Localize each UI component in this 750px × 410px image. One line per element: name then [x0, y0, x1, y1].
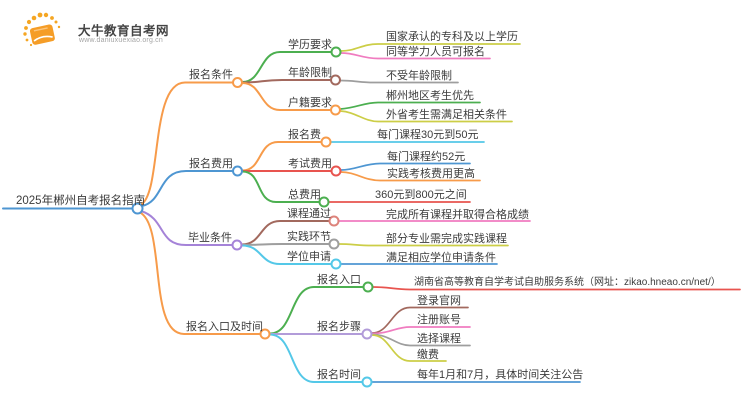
leaf-label: 每年1月和7月，具体时间关注公告 [417, 369, 584, 381]
leaf-label: 登录官网 [417, 295, 461, 307]
node-circle [131, 46, 374, 388]
book-icon [23, 12, 61, 47]
connector-line [241, 220, 531, 265]
leaf-label: 360元到800元之间 [375, 189, 467, 201]
connector-line [241, 43, 521, 123]
connector-line [241, 141, 485, 203]
branch-label: 毕业条件 [188, 232, 232, 244]
child-node-label: 实践环节 [287, 231, 331, 243]
root-node: 2025年郴州自考报名指南 [16, 195, 146, 207]
leaf-label: 外省考生需满足相关条件 [386, 109, 507, 121]
leaf-label: 不受年龄限制 [386, 70, 452, 82]
leaf-label: 缴费 [417, 349, 439, 361]
leaf-label: 每门课程约52元 [387, 151, 466, 163]
child-node-label: 考试费用 [288, 158, 332, 170]
child-node-label: 报名时间 [317, 369, 361, 381]
leaf-label: 湖南省高等教育自学考试自助服务系统（网址：zikao.hneao.cn/net/… [414, 277, 721, 288]
logo-title: 大牛教育自考网 [78, 24, 170, 38]
child-node-label: 报名费 [288, 129, 321, 141]
leaf-label: 实践考核费用更高 [387, 168, 475, 180]
leaf-label: 满足相应学位申请条件 [386, 252, 496, 264]
leaf-label: 郴州地区考生优先 [386, 90, 474, 102]
leaf-label: 选择课程 [417, 333, 461, 345]
leaf-label: 部分专业需完成实践课程 [386, 233, 507, 245]
child-node-label: 年龄限制 [288, 67, 332, 79]
child-node-label: 课程通过 [287, 208, 331, 220]
branch-label: 报名费用 [189, 158, 233, 170]
branch-label: 报名条件 [189, 69, 233, 81]
child-node-label: 学位申请 [287, 251, 331, 263]
leaf-label: 同等学力人员可报名 [386, 46, 485, 58]
child-node-label: 学历要求 [288, 39, 332, 51]
leaf-label: 注册账号 [417, 314, 461, 326]
leaf-label: 国家承认的专科及以上学历 [386, 31, 518, 43]
leaf-label: 完成所有课程并取得合格成绩 [386, 209, 529, 221]
child-node-label: 报名步骤 [317, 321, 361, 333]
child-node-label: 报名入口 [317, 274, 361, 286]
leaf-label: 每门课程30元到50元 [377, 129, 479, 141]
connector-line [139, 81, 261, 335]
connector-line [269, 286, 741, 383]
child-node-label: 户籍要求 [288, 97, 332, 109]
logo-url: www.daniuxuexiao.org.cn [79, 37, 163, 44]
child-node-label: 总费用 [288, 189, 321, 201]
branch-label: 报名入口及时间 [186, 321, 263, 333]
